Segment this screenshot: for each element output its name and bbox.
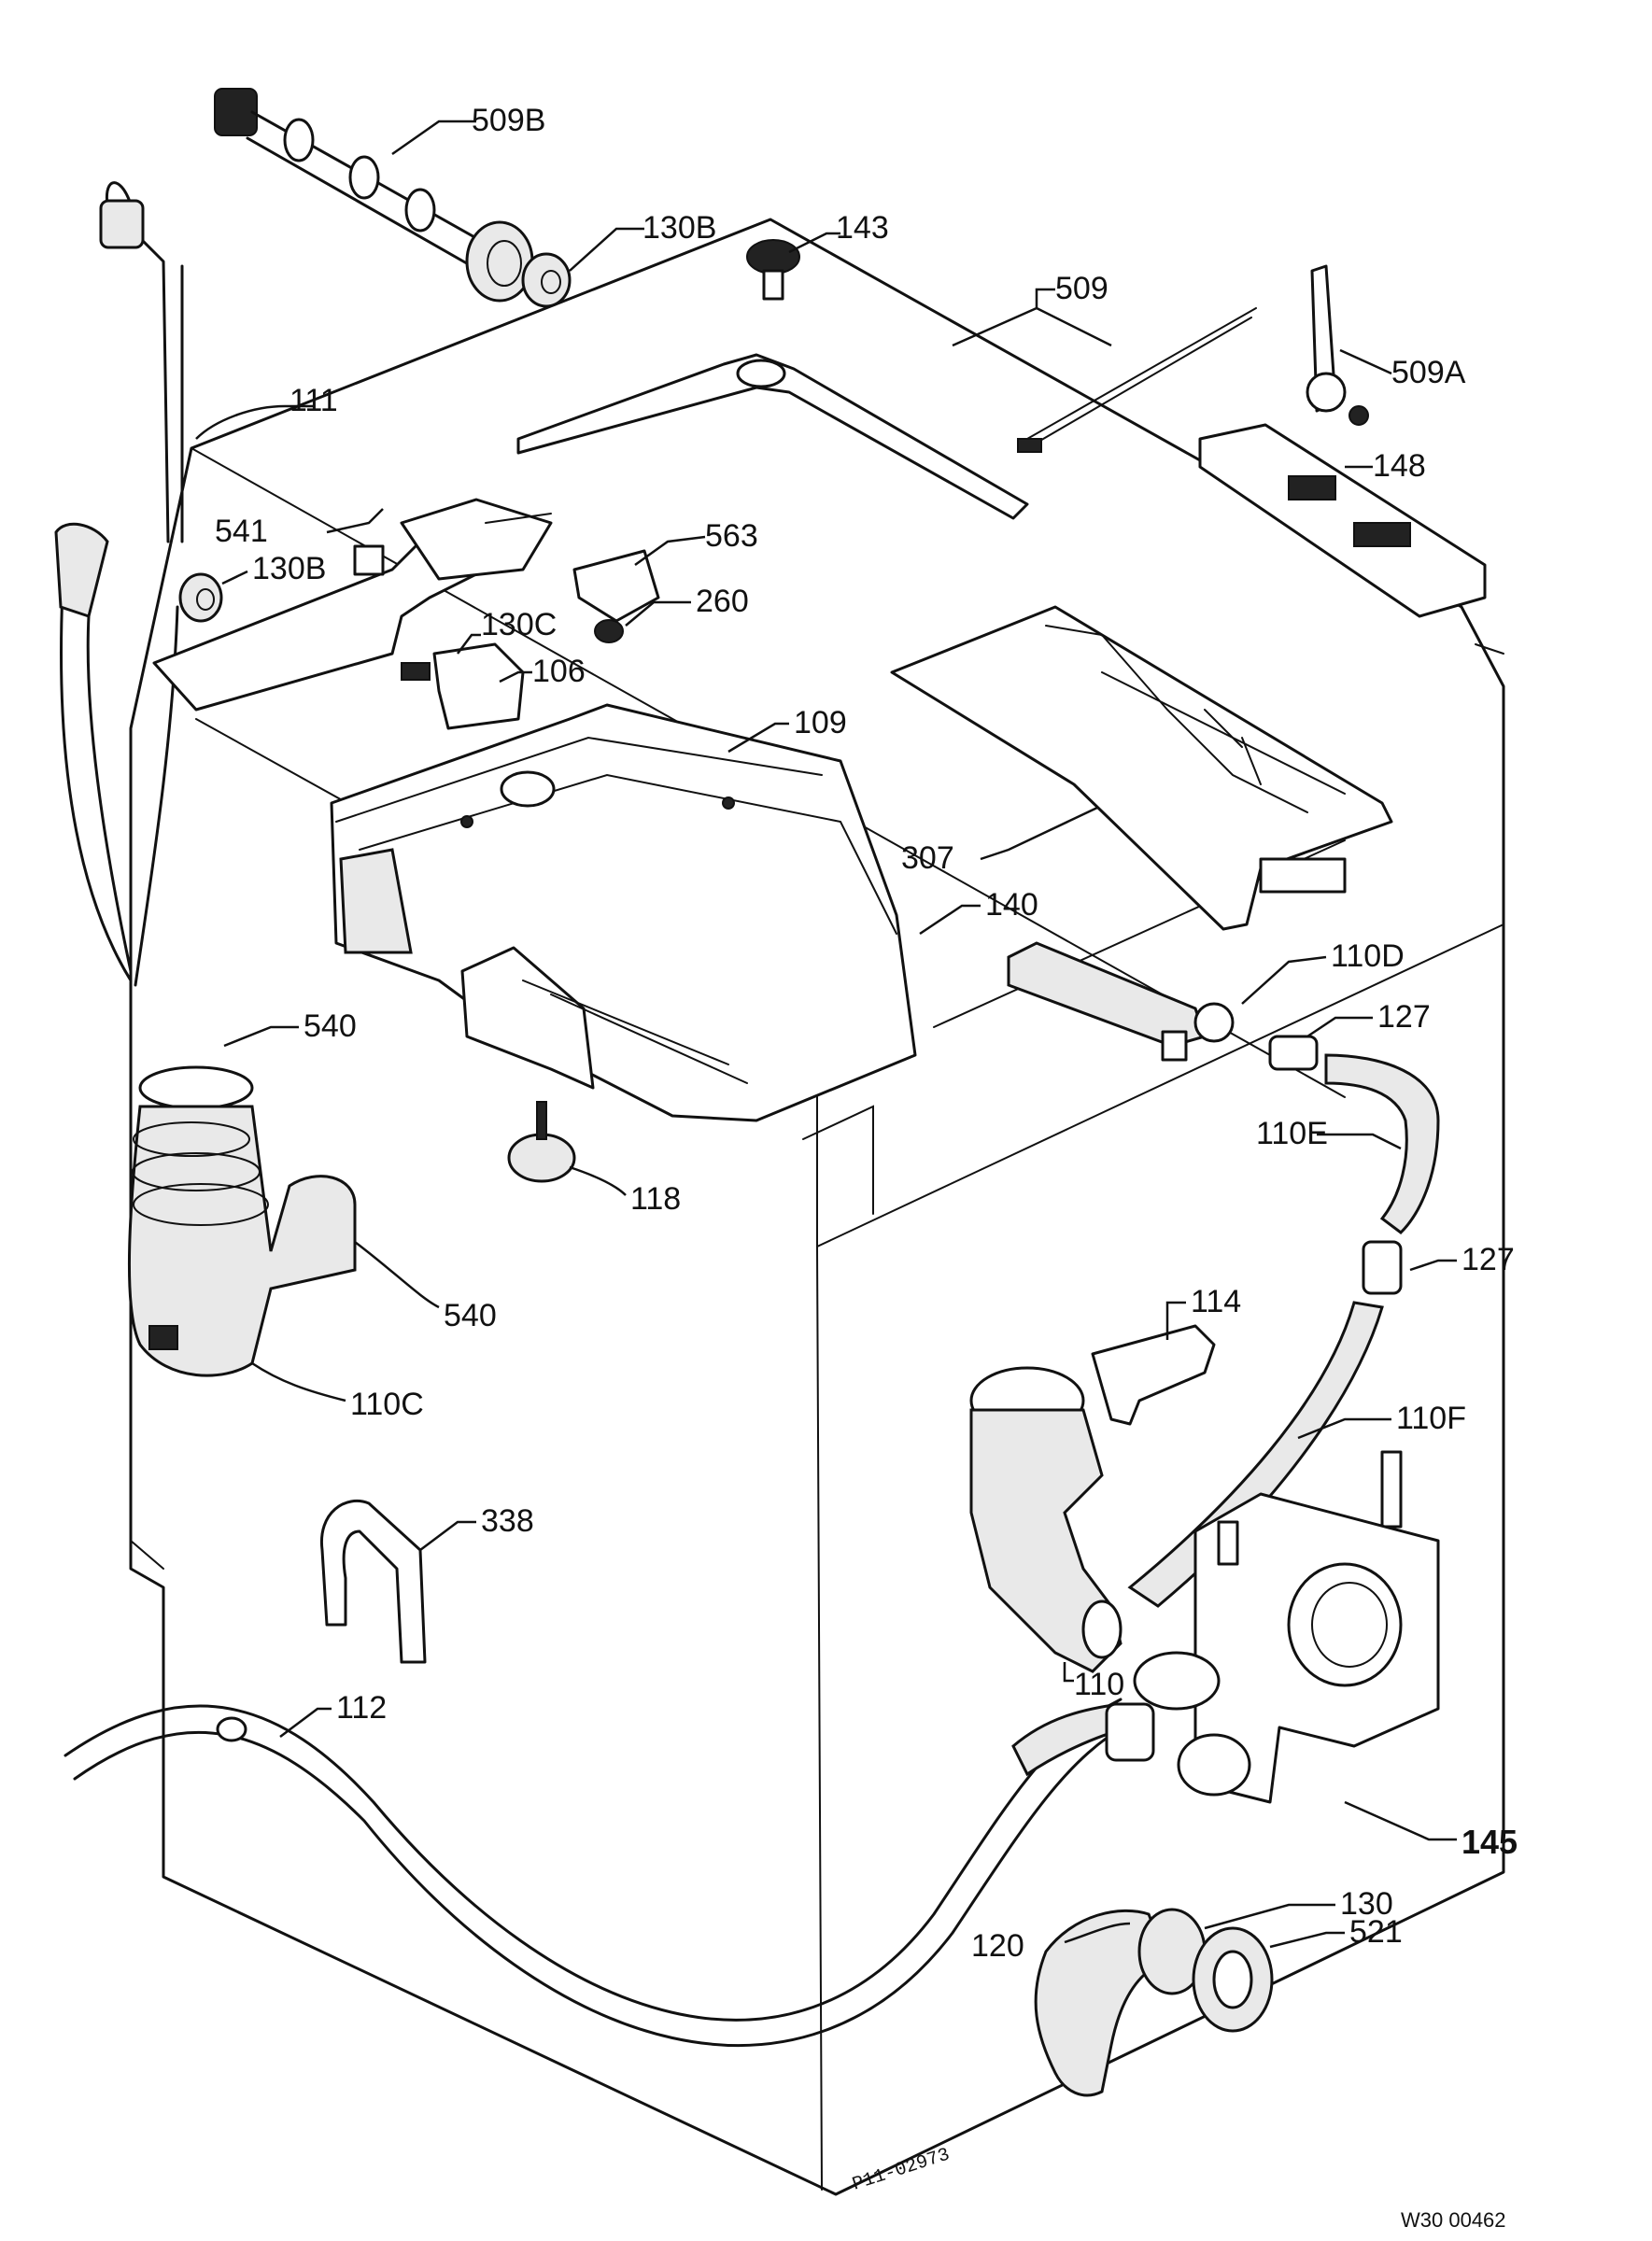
label-509: 509 (1055, 271, 1108, 306)
part-307-drawer (890, 605, 1393, 931)
label-110c: 110C (350, 1387, 424, 1422)
drawing-stamp: P11-02973 (850, 2144, 953, 2195)
reference-code: W30 00462 (1401, 2208, 1506, 2232)
label-307: 307 (901, 840, 954, 876)
label-260: 260 (696, 584, 749, 619)
part-521-cap (1192, 1926, 1345, 2033)
part-260-spring (594, 600, 691, 643)
label-509a: 509A (1391, 355, 1466, 390)
label-112: 112 (336, 1690, 387, 1726)
label-114: 114 (1191, 1284, 1241, 1319)
label-148: 148 (1373, 448, 1426, 484)
label-106: 106 (532, 654, 586, 689)
label-118: 118 (630, 1181, 681, 1217)
label-120: 120 (971, 1928, 1024, 1964)
part-509-rail (516, 288, 1257, 520)
label-127-mid: 127 (1461, 1242, 1515, 1277)
label-130: 130 (1340, 1886, 1393, 1922)
label-110d: 110D (1331, 938, 1405, 974)
label-338: 338 (481, 1503, 534, 1539)
label-130b-top: 130B (642, 210, 716, 246)
label-541: 541 (215, 514, 268, 549)
part-541-bracket (152, 498, 553, 712)
part-145-pump (1133, 1450, 1457, 1841)
part-127-coupling-top (1268, 1016, 1373, 1071)
part-130c-106-latch (401, 633, 532, 730)
label-130b-mid: 130B (252, 551, 326, 586)
part-509b-inlet-valve (214, 88, 534, 303)
label-509b: 509B (472, 103, 545, 138)
part-109-dispenser-housing (330, 703, 917, 1122)
label-145: 145 (1461, 1823, 1518, 1861)
part-143-knob (746, 232, 840, 301)
label-563: 563 (705, 518, 758, 554)
part-110d-connector (1007, 941, 1327, 1062)
label-130c: 130C (481, 607, 557, 642)
part-148-handle (1198, 423, 1487, 618)
part-563-plate (572, 535, 706, 623)
part-118-wheel (507, 1101, 627, 1196)
label-143: 143 (836, 210, 889, 246)
label-540-mid: 540 (444, 1298, 497, 1333)
label-110e: 110E (1256, 1116, 1328, 1151)
part-130b-nut-top (521, 227, 644, 308)
label-110f: 110F (1396, 1401, 1466, 1436)
part-labels: 509B 130B 143 509 509A 111 148 541 130B … (215, 103, 1518, 1964)
part-540-bellows (127, 1025, 440, 1402)
label-109: 109 (794, 705, 847, 740)
part-509a-bracket (1306, 264, 1392, 426)
label-540-top: 540 (304, 1008, 357, 1044)
part-114-clip (1091, 1301, 1216, 1426)
label-111: 111 (289, 383, 338, 418)
part-130b-nut-mid (178, 570, 248, 623)
part-110-sump-hose (969, 1366, 1123, 1683)
label-127-top: 127 (1377, 999, 1431, 1035)
part-110f-hose (1127, 1301, 1391, 1608)
label-140: 140 (985, 887, 1038, 923)
part-127-coupling-mid (1362, 1240, 1457, 1295)
part-112-drain-hose (64, 1698, 1155, 2047)
part-140-lead (919, 904, 981, 936)
part-120-filter (1034, 1909, 1169, 2097)
label-521: 521 (1349, 1914, 1403, 1950)
part-338-clamp (319, 1499, 476, 1664)
part-110e-hose (1317, 1053, 1440, 1234)
part-111-hose (54, 181, 313, 987)
label-110: 110 (1074, 1667, 1124, 1702)
